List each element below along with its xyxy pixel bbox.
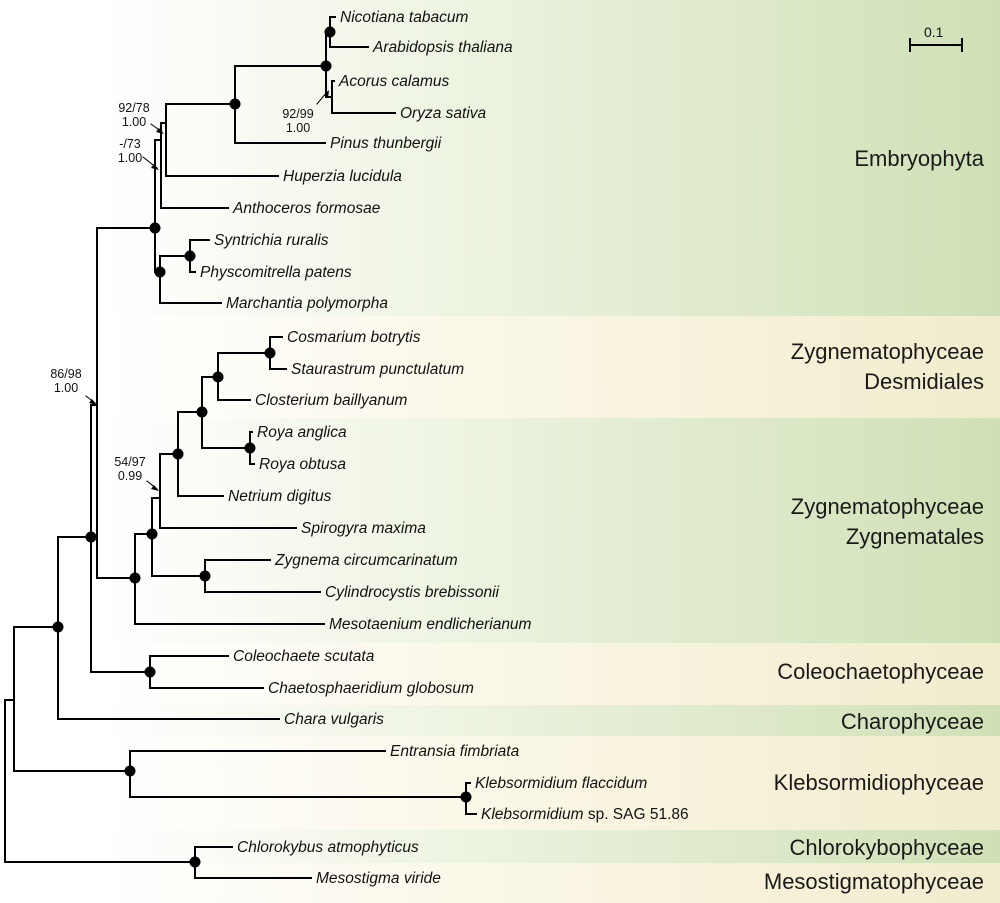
taxon-physcomitrella-patens: Physcomitrella patens — [200, 264, 352, 281]
support-posterior: 1.00 — [53, 381, 79, 395]
taxon-pinus-thunbergii: Pinus thunbergii — [330, 135, 442, 152]
taxon-strain: sp. SAG 51.86 — [583, 806, 689, 823]
taxon-nicotiana-tabacum: Nicotiana tabacum — [340, 9, 469, 26]
taxon-klebsormidium-sag: Klebsormidium sp. SAG 51.86 — [481, 806, 689, 824]
support-value-92-99: 92/99 1.00 — [278, 107, 318, 135]
clade-mesostigmatophyceae: Mesostigmatophyceae — [763, 869, 984, 894]
band-zygnematales — [0, 418, 1000, 643]
taxon-acorus-calamus: Acorus calamus — [339, 73, 450, 90]
clade-klebsormidiophyceae: Klebsormidiophyceae — [773, 770, 984, 795]
taxon-netrium-digitus: Netrium digitus — [228, 488, 332, 505]
clade-embryophyta: Embryophyta — [854, 146, 984, 171]
taxon-mesostigma-viride: Mesostigma viride — [316, 870, 441, 887]
taxon-marchantia-polymorpha: Marchantia polymorpha — [226, 295, 388, 312]
taxon-klebsormidium-flaccidum: Klebsormidium flaccidum — [475, 775, 648, 792]
support-value-86-98: 86/98 1.00 — [46, 367, 86, 395]
taxon-cylindrocystis-brebissonii: Cylindrocystis brebissonii — [325, 584, 500, 601]
support-bootstrap: 92/78 — [118, 101, 150, 115]
support-bootstrap: -/73 — [119, 137, 141, 151]
clade-order: Zygnematales — [845, 524, 984, 549]
taxon-genus: Klebsormidium — [481, 806, 584, 823]
taxon-closterium-baillyanum: Closterium baillyanum — [255, 392, 408, 409]
taxon-cosmarium-botrytis: Cosmarium botrytis — [287, 329, 421, 346]
taxon-zygnema-circumcarinatum: Zygnema circumcarinatum — [275, 552, 458, 569]
band-desmidiales — [0, 316, 1000, 418]
band-chlorokybophyceae — [0, 830, 1000, 863]
support-posterior: 1.00 — [121, 115, 147, 129]
clade-class: Zygnematophyceae — [790, 339, 984, 364]
band-charophyceae — [0, 705, 1000, 736]
taxon-roya-obtusa: Roya obtusa — [259, 456, 347, 473]
taxon-arabidopsis-thaliana: Arabidopsis thaliana — [373, 39, 513, 56]
support-posterior: 1.00 — [285, 121, 311, 135]
clade-zygnematophyceae-desmidiales: Zygnematophyceae Desmidiales — [791, 337, 984, 397]
support-bootstrap: 54/97 — [114, 455, 146, 469]
taxon-chlorokybus-atmophyticus: Chlorokybus atmophyticus — [237, 839, 419, 856]
clade-order: Desmidiales — [864, 369, 984, 394]
clade-charophyceae: Charophyceae — [840, 709, 984, 734]
taxon-spirogyra-maxima: Spirogyra maxima — [301, 520, 426, 537]
scale-bar-label: 0.1 — [924, 24, 944, 40]
taxon-mesotaenium-endlicherianum: Mesotaenium endlicherianum — [329, 616, 532, 633]
clade-coleochaetophyceae: Coleochaetophyceae — [777, 659, 984, 684]
taxon-roya-anglica: Roya anglica — [257, 424, 347, 441]
clade-zygnematophyceae-zygnematales: Zygnematophyceae Zygnematales — [791, 492, 984, 552]
taxon-syntrichia-ruralis: Syntrichia ruralis — [214, 232, 329, 249]
support-value-54-97: 54/97 0.99 — [110, 455, 150, 483]
support-value-92-78: 92/78 1.00 — [114, 101, 154, 129]
taxon-staurastrum-punctulatum: Staurastrum punctulatum — [291, 361, 465, 378]
support-posterior: 0.99 — [117, 469, 143, 483]
support-posterior: 1.00 — [117, 151, 143, 165]
band-mesostigmatophyceae — [0, 863, 1000, 903]
taxon-chaetosphaeridium-globosum: Chaetosphaeridium globosum — [268, 680, 474, 697]
taxon-coleochaete-scutata: Coleochaete scutata — [233, 648, 375, 665]
clade-chlorokybophyceae: Chlorokybophyceae — [789, 835, 984, 860]
taxon-entransia-fimbriata: Entransia fimbriata — [390, 743, 520, 760]
taxon-huperzia-lucidula: Huperzia lucidula — [283, 168, 402, 185]
support-bootstrap: 92/99 — [282, 107, 314, 121]
taxon-anthoceros-formosae: Anthoceros formosae — [233, 200, 381, 217]
clade-class: Zygnematophyceae — [790, 494, 984, 519]
support-bootstrap: 86/98 — [50, 367, 82, 381]
band-coleochaetophyceae — [0, 643, 1000, 705]
support-value-73: -/73 1.00 — [110, 137, 150, 165]
taxon-chara-vulgaris: Chara vulgaris — [284, 711, 384, 728]
taxon-oryza-sativa: Oryza sativa — [400, 105, 487, 122]
